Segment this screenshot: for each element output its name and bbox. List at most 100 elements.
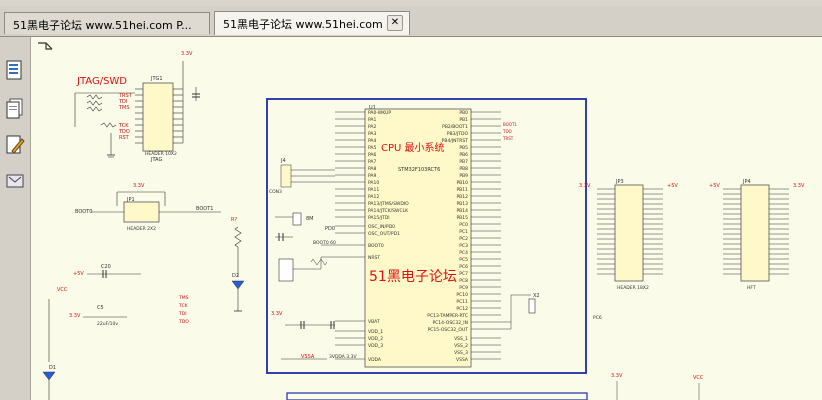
mcu-left-pin: BOOT0 — [368, 243, 384, 249]
tab-bar: 51黑电子论坛 www.51hei.com P... 51黑电子论坛 www.5… — [0, 6, 822, 37]
edit-document-icon[interactable] — [4, 133, 26, 157]
attachments-icon[interactable] — [4, 169, 26, 193]
schematic-page: JTAG/SWD JTG1 3.3V TRST TDI TMS TCK TDO … — [31, 37, 822, 400]
mcu-right-pin: PC2 — [459, 236, 468, 242]
cpu-label: CPU 最小系统 — [381, 141, 445, 154]
mcu-body — [364, 108, 472, 368]
pages-icon[interactable] — [4, 97, 26, 121]
osc-label: 8M — [306, 216, 314, 222]
mcu-left-pin: PA0-WKUP — [368, 110, 391, 116]
mcu-left-pin: PA8 — [368, 166, 377, 172]
mcu-right-pin: PC13-TAMPER-RTC — [427, 313, 468, 319]
navigation-sidebar — [0, 37, 31, 400]
jtag-pin-tms: TMS — [118, 105, 130, 111]
mcu-right-pin: PB9 — [459, 173, 468, 179]
jtag-vcc-label: 3.3V — [181, 51, 193, 57]
jtag-pin-tdo: TDO — [118, 129, 130, 135]
jp1-ref: JP1 — [126, 197, 135, 203]
mcu-right-pin: VSS_2 — [454, 343, 468, 349]
mcu-right-pin: PC5 — [459, 257, 468, 263]
jtag-pin-trst: TRST — [118, 93, 133, 99]
jp4-ref: JP4 — [742, 179, 751, 185]
page-thumbnails-icon[interactable] — [4, 59, 26, 83]
tab-document-2[interactable]: 51黑电子论坛 www.51hei.com S... ✕ — [214, 11, 410, 35]
svg-text:BOOT1: BOOT1 — [503, 122, 517, 127]
mcu-right-pin: PC1 — [459, 229, 468, 235]
mcu-right-pin: PB11 — [456, 187, 468, 193]
jp3-body — [614, 184, 644, 282]
mcu-left-pin: PA5 — [368, 145, 377, 151]
r-ref-label: R? — [231, 217, 237, 223]
mcu-left-pin: OSC_IN/PD0 — [368, 224, 395, 230]
mcu-right-pin: PC9 — [459, 285, 468, 291]
mcu-right-pin: PB1 — [459, 117, 468, 123]
mcu-left-pin: PA7 — [368, 159, 377, 165]
mcu-right-pin: PC8 — [459, 278, 468, 284]
jp3-ref: JP3 — [615, 179, 624, 185]
v33-left-label: 3.3V — [69, 313, 81, 319]
x2-ref: X2 — [533, 293, 540, 299]
tab-document-1[interactable]: 51黑电子论坛 www.51hei.com P... — [4, 12, 210, 34]
mcu-right-pin: PB6 — [459, 152, 468, 158]
pd0-label: PD0 — [325, 226, 335, 232]
boot1-net-label: BOOT1 — [196, 206, 213, 212]
mcu-part: STM32F103RCT6 — [398, 167, 440, 173]
v5-label: +5V — [73, 271, 84, 277]
mcu-left-pin: OSC_OUT/PD1 — [368, 231, 400, 237]
tab-label: 51黑电子论坛 www.51hei.com S... — [223, 18, 404, 31]
jtag-header-body — [142, 82, 174, 152]
jtag-title: JTAG/SWD — [76, 76, 127, 87]
mcu-right-pin: PC14-OSC32_IN — [432, 320, 468, 326]
svg-text:TRST: TRST — [502, 136, 514, 141]
vcc-label: VCC — [57, 287, 68, 293]
mcu-ref: U1 — [369, 105, 376, 111]
boot0-net-label: BOOT0 — [75, 209, 92, 215]
conn-label: CON3 — [269, 189, 282, 195]
jtag-pin-tdi: TDI — [118, 99, 127, 105]
mcu-left-pin: PA1 — [368, 117, 377, 123]
mcu-right-pin: PB12 — [456, 194, 468, 200]
jp1-vcc-label: 3.3V — [133, 183, 145, 189]
mcu-left-pin: PA6 — [368, 152, 377, 158]
mcu-right-pin: PC12 — [456, 306, 468, 312]
mcu-left-pin: VDDA — [368, 357, 382, 363]
jp4-v33-label: 3.3V — [793, 183, 805, 189]
jtag-header-label: HEADER 10X2 — [145, 151, 177, 157]
jp4-header-label: HFT — [747, 285, 756, 291]
mcu-left-pin: VBAT — [368, 319, 380, 325]
svg-text:TDO: TDO — [502, 129, 512, 134]
v33-cpu-label: 3.3V — [271, 311, 283, 317]
mcu-right-pin: PC11 — [456, 299, 468, 305]
jtag-pin-rst: RST — [119, 135, 130, 141]
mcu-right-pin: PC4 — [459, 250, 468, 256]
left-tck-label: TCK — [178, 303, 189, 309]
jtag-name: JTAG — [150, 157, 162, 163]
jp3-header-label: HEADER 18X2 — [617, 285, 649, 291]
c5-value: 22uF/10v — [97, 321, 118, 327]
close-icon[interactable]: ✕ — [387, 15, 403, 31]
bottom-v33-label: 3.3V — [611, 373, 623, 379]
jtag-pin-tck: TCK — [118, 123, 129, 129]
jp4-v5-label: +5V — [709, 183, 720, 189]
mcu-left-pin: PA9 — [368, 173, 377, 179]
vssa-label: VSSA — [301, 354, 315, 360]
mcu-left-pin: VDD_1 — [368, 329, 383, 335]
jp3-v33-label: 3.3V — [579, 183, 591, 189]
j4-ref: J4 — [280, 158, 286, 164]
c5-ref: C5 — [97, 305, 104, 311]
mcu-right-pin: PB8 — [459, 166, 468, 172]
mcu-right-pin: PC0 — [459, 222, 468, 228]
mcu-right-pin: PC3 — [459, 243, 468, 249]
mcu-left-pin: PA15/JTDI — [368, 215, 390, 221]
pc-label: PC6 — [593, 315, 602, 321]
mcu-right-pin: PB7 — [459, 159, 468, 165]
mcu-right-pin: PC6 — [459, 264, 468, 270]
jp1-header-label: HEADER 2X2 — [127, 226, 156, 232]
vdda-label: 3VDDA 3.3V — [329, 354, 357, 360]
mcu-right-pin: PB2/BOOT1 — [442, 124, 468, 130]
left-tdi-label: TDI — [178, 311, 187, 317]
mcu-left-pin: PA10 — [368, 180, 379, 186]
mcu-right-pin: VSS_3 — [454, 350, 468, 356]
bottom-vcc-label: VCC — [693, 375, 704, 381]
cpu-block-border — [266, 98, 587, 374]
